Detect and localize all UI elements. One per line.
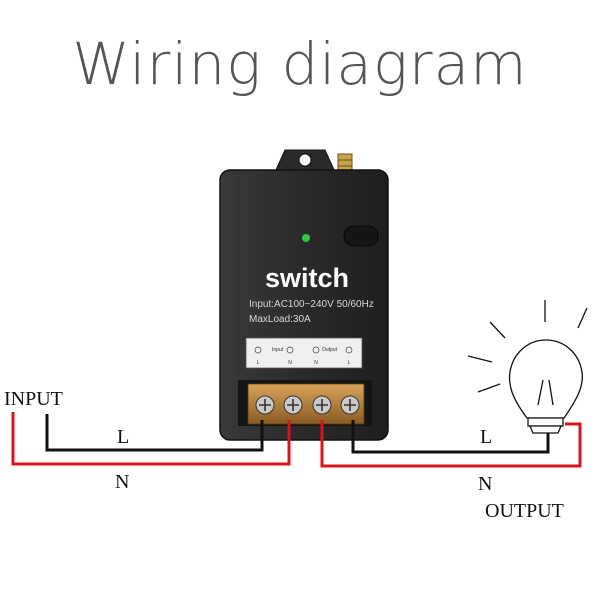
diagram-title: Wiring diagram: [72, 30, 528, 98]
device-name: switch: [265, 263, 349, 293]
output-neutral-wire: [320, 420, 582, 468]
input-live-wire: [45, 414, 264, 452]
terminal-output-text: Output: [322, 347, 338, 353]
device-spec-load: MaxLoad:30A: [249, 314, 311, 325]
input-neutral-wire: [11, 412, 291, 466]
mounting-hole: [298, 153, 312, 167]
input-live-label: L: [117, 426, 129, 448]
output-live-wire: [351, 420, 550, 454]
output-live-label: L: [480, 426, 492, 448]
terminal-letter-1: L: [257, 360, 260, 366]
device-spec-input: Input:AC100~240V 50/60Hz: [249, 299, 374, 310]
terminal-label-plate: [245, 337, 363, 369]
terminal-letter-4: L: [348, 360, 351, 366]
output-label: OUTPUT: [485, 500, 564, 522]
light-bulb-icon: [467, 300, 588, 434]
switch-module: switch Input:AC100~240V 50/60Hz MaxLoad:…: [219, 149, 389, 441]
terminal-input-text: Input: [272, 347, 284, 353]
output-neutral-label: N: [478, 473, 492, 495]
pairing-button: [343, 225, 379, 247]
terminal-letter-3: N: [314, 360, 318, 366]
status-led: [302, 234, 310, 242]
terminal-letter-2: N: [288, 360, 292, 366]
input-label: INPUT: [4, 388, 63, 410]
input-neutral-label: N: [115, 471, 129, 493]
terminal-screws: [255, 395, 360, 415]
